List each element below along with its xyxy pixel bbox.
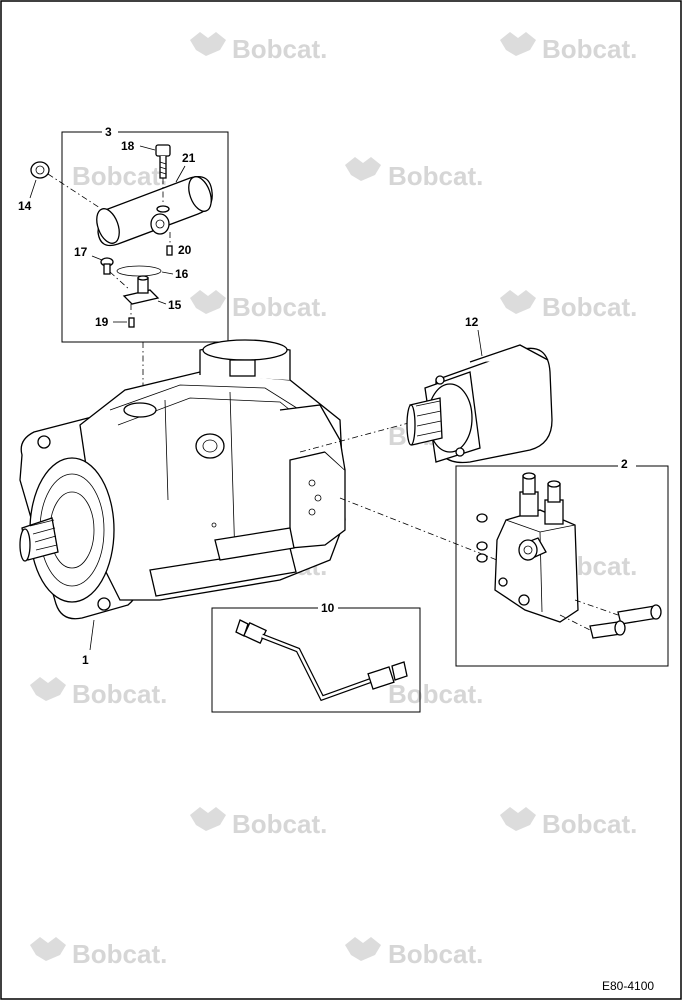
drawing-number: E80-4100: [602, 979, 654, 993]
watermark-text: Bobcat.: [232, 292, 327, 322]
bobcat-logo-icon: [500, 32, 536, 56]
bobcat-logo-icon: [30, 677, 66, 701]
bobcat-logo-icon: [345, 157, 381, 181]
detail-box-3: 3 18 21 20: [61, 125, 229, 392]
o-ring-part-16: [116, 265, 162, 277]
o-rings: [476, 513, 488, 563]
gear-pump-part-12: [406, 344, 553, 464]
watermark-text: Bobcat.: [232, 34, 327, 64]
regulator-body-part-21: [96, 175, 213, 247]
detail-box-10: 10: [211, 601, 421, 713]
hydraulic-tube-part-10: [235, 619, 408, 702]
bobcat-logo-icon: [190, 807, 226, 831]
watermark-group: Bobcat. Bobcat. Bobcat. Bobcat. Bobcat. …: [30, 32, 637, 969]
callout-3: 3: [105, 125, 112, 139]
callout-18: 18: [121, 139, 135, 153]
plug-part-14: [30, 161, 101, 209]
watermark-text: Bobcat.: [542, 292, 637, 322]
callout-16: 16: [175, 267, 189, 281]
watermark-text: Bobcat.: [72, 161, 167, 191]
screw-part-17: [100, 257, 131, 291]
watermark-text: Bobcat.: [72, 939, 167, 969]
pin-part-19: [128, 304, 135, 328]
callout-20: 20: [178, 243, 192, 257]
watermark-text: Bobcat.: [388, 939, 483, 969]
watermark-text: Bobcat.: [542, 34, 637, 64]
bolt-part-18: [155, 144, 171, 205]
callout-2: 2: [621, 457, 628, 471]
callout-14: 14: [18, 199, 32, 213]
callout-15: 15: [168, 298, 182, 312]
watermark-text: Bobcat.: [542, 809, 637, 839]
watermark-text: Bobcat.: [232, 809, 327, 839]
callout-19: 19: [95, 315, 109, 329]
watermark-text: Bobcat.: [72, 679, 167, 709]
callout-17: 17: [74, 245, 88, 259]
valve-bolts: [559, 599, 662, 639]
bobcat-logo-icon: [190, 290, 226, 314]
bobcat-logo-icon: [345, 937, 381, 961]
callout-21: 21: [182, 151, 196, 165]
bobcat-logo-icon: [190, 32, 226, 56]
watermark-text: Bobcat.: [388, 679, 483, 709]
valve-block: [494, 472, 579, 623]
pin-part-20: [166, 232, 173, 256]
hydraulic-pump-part-1: [19, 339, 346, 620]
bobcat-logo-icon: [500, 290, 536, 314]
detail-box-2: 2: [455, 457, 669, 667]
callout-10: 10: [321, 601, 335, 615]
bobcat-logo-icon: [500, 807, 536, 831]
bobcat-logo-icon: [30, 937, 66, 961]
leader-pump-to-2: [339, 497, 498, 561]
callout-12: 12: [465, 315, 479, 329]
watermark-text: Bobcat.: [388, 161, 483, 191]
callout-1: 1: [82, 653, 89, 667]
plate-part-15: [122, 275, 160, 305]
